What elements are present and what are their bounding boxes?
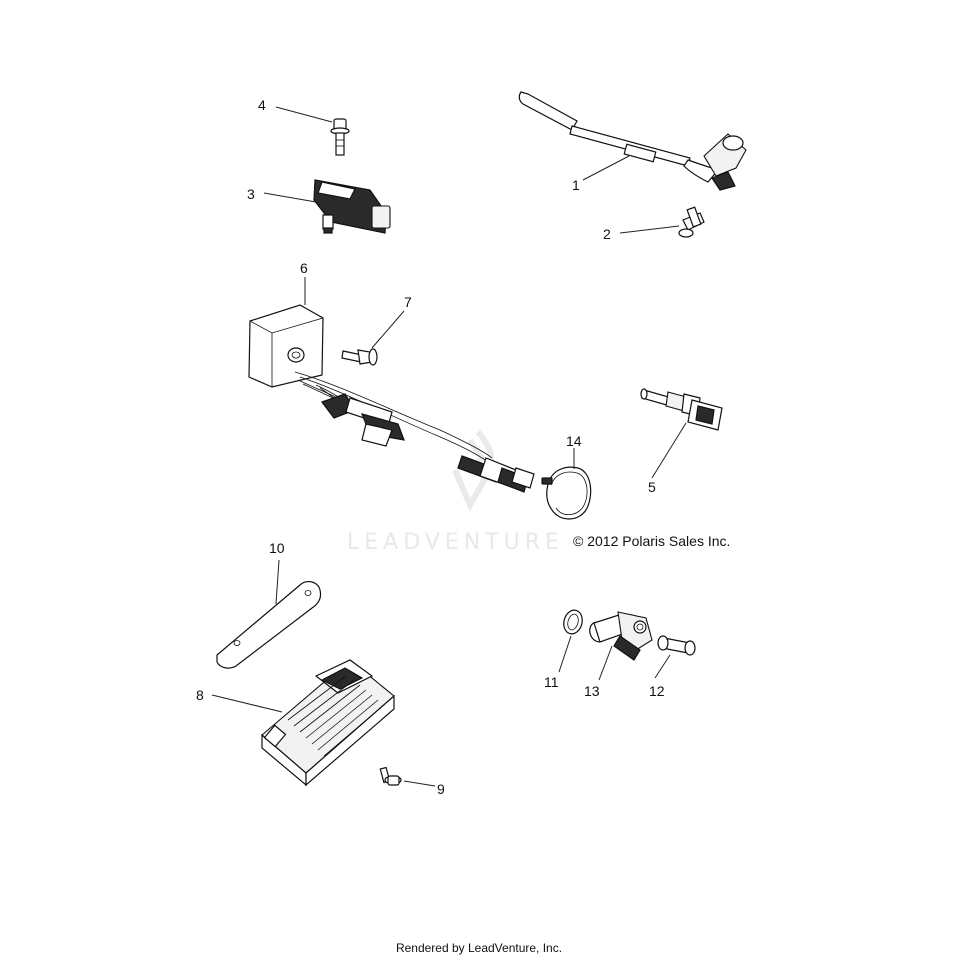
part-4-bolt xyxy=(330,118,350,156)
callout-7: 7 xyxy=(404,294,412,310)
callout-8: 8 xyxy=(196,687,204,703)
callout-6: 6 xyxy=(300,260,308,276)
part-2-screw xyxy=(678,206,705,238)
part-7-bolt xyxy=(341,348,378,366)
callout-11: 11 xyxy=(544,674,559,690)
footer-credit: Rendered by LeadVenture, Inc. xyxy=(396,941,562,955)
part-13-crank-sensor xyxy=(589,611,653,661)
leader-7 xyxy=(371,310,405,349)
part-8-voltage-regulator xyxy=(261,659,395,787)
callout-1: 1 xyxy=(572,177,580,193)
leader-12 xyxy=(654,654,671,679)
watermark-text: LEADVENTURE xyxy=(347,530,564,555)
part-14-clamp xyxy=(541,466,592,520)
callout-4: 4 xyxy=(258,97,266,113)
callout-2: 2 xyxy=(603,226,611,242)
leader-2 xyxy=(619,225,680,234)
leader-9 xyxy=(403,780,436,787)
part-6-module-harness xyxy=(248,304,535,493)
callout-14: 14 xyxy=(566,433,582,449)
callout-3: 3 xyxy=(247,186,255,202)
part-9-bolt xyxy=(379,766,402,786)
leader-3 xyxy=(263,192,317,203)
part-12-bolt xyxy=(657,635,696,656)
watermark: LEADVENTURE xyxy=(347,430,564,555)
leader-5 xyxy=(651,422,687,479)
callout-12: 12 xyxy=(649,683,665,699)
callout-10: 10 xyxy=(269,540,285,556)
part-5-temperature-sensor xyxy=(640,388,723,431)
part-11-o-ring xyxy=(563,609,583,635)
copyright-text: © 2012 Polaris Sales Inc. xyxy=(573,533,730,549)
callout-9: 9 xyxy=(437,781,445,797)
callout-5: 5 xyxy=(648,479,656,495)
leader-11 xyxy=(558,635,572,673)
leader-13 xyxy=(598,645,613,681)
leader-8 xyxy=(211,694,283,713)
part-3-map-sensor xyxy=(313,179,391,234)
leader-1 xyxy=(582,155,630,181)
leader-10 xyxy=(275,559,280,605)
part-1-speed-sensor xyxy=(518,91,747,191)
part-10-gasket xyxy=(216,580,322,669)
leader-4 xyxy=(275,106,333,123)
callout-13: 13 xyxy=(584,683,600,699)
